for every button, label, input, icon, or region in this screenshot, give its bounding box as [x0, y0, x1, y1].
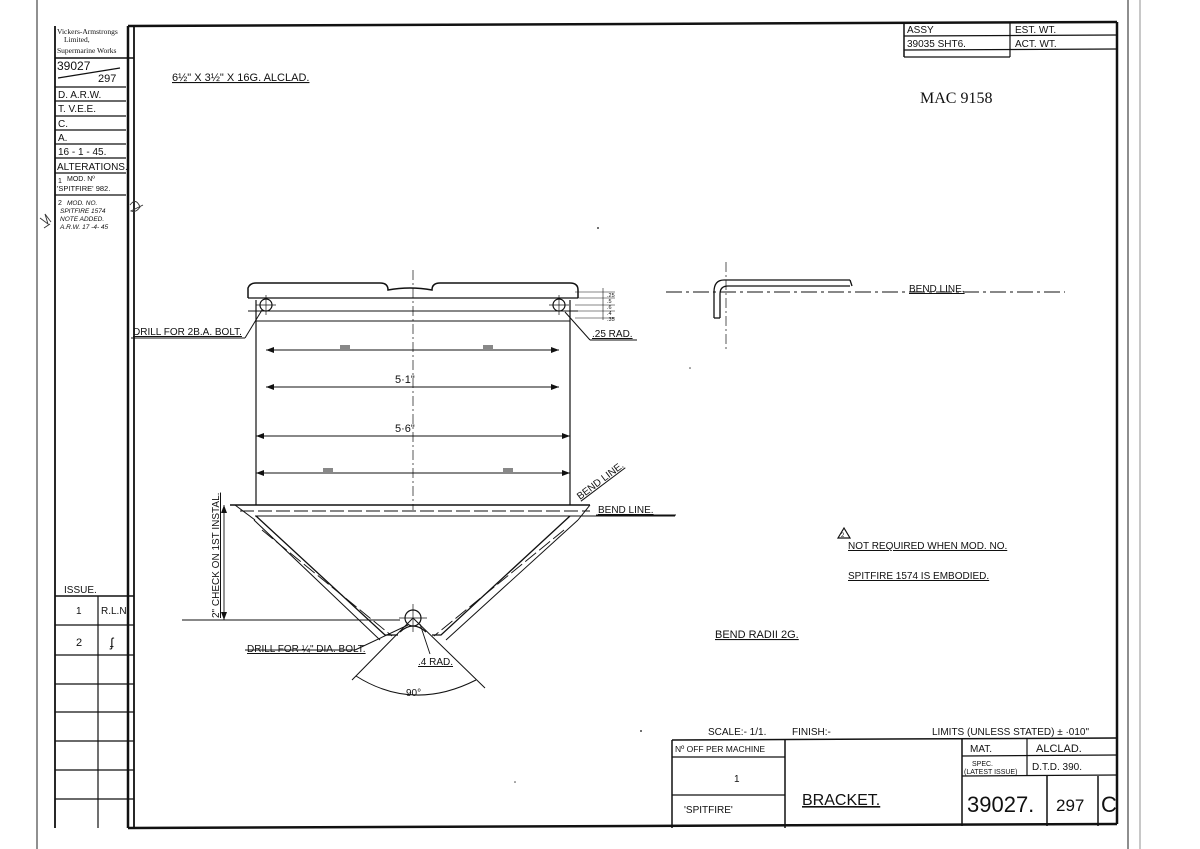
number-off-label: Nº OFF PER MACHINE — [675, 744, 765, 754]
alteration-1-line1: MOD. Nº — [67, 176, 95, 183]
material-value: ALCLAD. — [1036, 743, 1082, 755]
dimension-5-6: 5·6" — [395, 423, 415, 435]
finish-label: FINISH:- — [792, 727, 831, 738]
note-triangle-icon: 2 — [836, 526, 852, 539]
drawing-number-sub: 297 — [98, 73, 116, 85]
small-dim-5: .35 — [607, 317, 615, 323]
assy-header: ASSY — [907, 25, 934, 36]
alteration-2-line4: A.R.W. 17 -4- 45 — [59, 224, 109, 231]
est-weight-label: EST. WT. — [1015, 25, 1056, 36]
aircraft-name: 'SPITFIRE' — [684, 805, 733, 816]
part-number-sub: 297 — [1056, 796, 1084, 815]
assy-value: 39035 SHT6. — [907, 39, 966, 50]
alteration-1-line2: 'SPITFIRE' 982. — [57, 184, 110, 193]
leader-lines — [131, 309, 676, 651]
drawing-border — [126, 20, 1119, 830]
small-dim-3: .6 — [607, 305, 612, 311]
signatory-drawn: D. A.R.W. — [58, 90, 101, 101]
drill-quarter-inch-label: DRILL FOR ¼" DIA. BOLT. — [247, 643, 366, 655]
number-off-value: 1 — [734, 774, 740, 785]
drawing-date: 16 - 1 - 45. — [58, 147, 106, 158]
spec-value: D.T.D. 390. — [1032, 762, 1082, 773]
check-on-install-label: 2" CHECK ON 1ST INSTAL. — [211, 493, 222, 618]
bend-line-label-main: BEND LINE. — [598, 505, 654, 516]
scale-label: SCALE:- 1/1. — [708, 727, 766, 738]
alteration-1-number: 1 — [58, 178, 62, 185]
radius-4-label: .4 RAD. — [418, 657, 453, 668]
company-name-line2: Limited, — [64, 35, 90, 44]
signature-column — [54, 26, 135, 828]
issue-2-number: 2 — [76, 637, 82, 649]
signatory-approved: A. — [58, 133, 67, 144]
bend-radii-note: BEND RADII 2G. — [715, 629, 799, 641]
limits-label: LIMITS (UNLESS STATED) ± ·010" — [932, 727, 1089, 738]
small-dim-4: .4 — [607, 311, 612, 317]
note-line-1: NOT REQUIRED WHEN MOD. NO. — [848, 541, 1007, 552]
title-block — [671, 737, 1118, 828]
alterations-title: ALTERATIONS. — [57, 162, 128, 173]
radius-25-label: .25 RAD. — [592, 329, 633, 340]
issue-1-signature: R.L.N. — [101, 606, 129, 617]
drawing-number-main: 39027 — [57, 59, 91, 73]
small-dim-2: .5 — [607, 299, 612, 305]
material-note: 6½" X 3½" X 16G. ALCLAD. — [172, 72, 309, 84]
mac-reference: MAC 9158 — [920, 90, 992, 107]
alteration-2-line1: MOD. NO. — [67, 200, 98, 207]
angle-90-dimension — [351, 617, 486, 696]
company-name-line1: Vickers-Armstrongs — [57, 27, 118, 36]
bracket-flat-pattern — [230, 270, 675, 517]
amendment-stamp-mark — [39, 201, 144, 229]
stray-marks — [514, 227, 691, 783]
dimension-lines — [256, 288, 615, 476]
radius-4-leader — [419, 623, 431, 655]
bracket-side-profile — [666, 262, 1065, 352]
bend-line-label-diagonal: BEND LINE. — [575, 460, 626, 502]
part-number-main: 39027. — [967, 792, 1034, 817]
drawing-title: BRACKET. — [802, 792, 880, 809]
issue-1-number: 1 — [76, 606, 82, 617]
alteration-2-line3: NOTE ADDED. — [60, 216, 104, 223]
act-weight-label: ACT. WT. — [1015, 39, 1057, 50]
assy-box — [903, 22, 1118, 58]
issue-2-signature: ʄ — [109, 635, 115, 650]
part-revision: C — [1101, 792, 1117, 817]
signatory-checked: C. — [58, 119, 68, 130]
alteration-2-number: 2 — [58, 200, 62, 207]
material-label: MAT. — [970, 744, 992, 755]
spec-label-1: SPEC. — [972, 761, 993, 768]
company-name-line3: Supermarine Works — [57, 46, 117, 55]
svg-text:2: 2 — [841, 533, 845, 539]
issue-title: ISSUE. — [64, 585, 97, 596]
alteration-2-line2: SPITFIRE 1574 — [60, 208, 106, 215]
dimension-5-1: 5·1" — [395, 374, 415, 386]
signatory-traced: T. V.E.E. — [58, 104, 96, 115]
note-line-2: SPITFIRE 1574 IS EMBODIED. — [848, 571, 989, 582]
bend-line-label-side: BEND LINE. — [909, 284, 965, 295]
small-dim-1: .25 — [607, 293, 615, 299]
drill-2ba-label: DRILL FOR 2B.A. BOLT. — [133, 327, 242, 338]
spec-label-2: (LATEST ISSUE) — [964, 769, 1017, 776]
drawing-number-slash — [57, 67, 121, 79]
check-dimension — [182, 505, 400, 621]
bolt-hole-centrelines — [256, 295, 569, 315]
angle-90-label: 90° — [406, 688, 421, 699]
